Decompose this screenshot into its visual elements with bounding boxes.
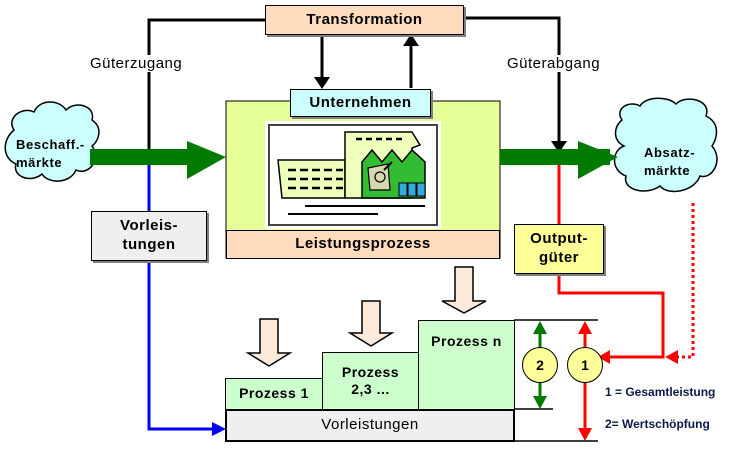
marker-wertschoepfung: 2 bbox=[522, 347, 558, 383]
vorleistungen-flow-line bbox=[147, 149, 216, 431]
beschaffungsmaerkte-line-2: märkte bbox=[16, 154, 63, 170]
beschaffungsmaerkte-label: Beschaff.- märkte bbox=[16, 136, 85, 171]
down-arrow-prozess-2 bbox=[347, 300, 395, 347]
legend-gesamtleistung: 1 = Gesamtleistung bbox=[605, 385, 716, 399]
vorleistungen-box-line-2: tungen bbox=[122, 236, 176, 253]
transformation-box: Transformation bbox=[265, 5, 464, 35]
gueterzugang-line bbox=[147, 18, 265, 149]
vorleistungen-bar: Vorleistungen bbox=[225, 409, 515, 442]
absatzmaerkte-line-1: Absatz- bbox=[644, 145, 696, 160]
arrow-into-gesamtleistung bbox=[598, 350, 610, 364]
absatz-feedback-line bbox=[676, 203, 695, 359]
marker-gesamtleistung: 1 bbox=[567, 347, 603, 383]
outputgueter-line-1: Output- bbox=[530, 230, 588, 248]
vorleistungen-box: Vorleis- tungen bbox=[91, 211, 207, 261]
vorleistungen-box-line-1: Vorleis- bbox=[120, 217, 178, 235]
absatzmaerkte-line-2: märkte bbox=[644, 162, 691, 178]
unternehmen-box: Unternehmen bbox=[290, 89, 431, 117]
cloud-beschaffungsmaerkte bbox=[4, 101, 100, 182]
gueterzugang-label: Güterzugang bbox=[88, 55, 185, 72]
prozess-2-box: Prozess 2,3 ... bbox=[322, 352, 419, 410]
arrow-down-to-unternehmen bbox=[314, 77, 330, 89]
beschaffungsmaerkte-line-1: Beschaff.- bbox=[16, 137, 85, 152]
prozess-2-line-1: Prozess bbox=[341, 363, 400, 380]
green-arrow-into-company bbox=[187, 141, 226, 179]
cloud-absatzmaerkte bbox=[613, 97, 718, 193]
leistungsprozess-box: Leistungsprozess bbox=[226, 230, 500, 259]
gueterabgang-line bbox=[464, 16, 561, 142]
prozess-1-box: Prozess 1 bbox=[225, 378, 323, 410]
legend-wertschoepfung: 2= Wertschöpfung bbox=[605, 417, 710, 431]
arrow-into-vorleistungen bbox=[212, 422, 226, 436]
gueterabgang-label: Güterabgang bbox=[505, 55, 603, 72]
absatzmaerkte-label: Absatz- märkte bbox=[644, 144, 695, 179]
outputgueter-line-2: güter bbox=[539, 249, 579, 266]
down-arrow-prozess-1 bbox=[245, 318, 293, 367]
prozess-2-line-2: 2,3 ... bbox=[351, 381, 390, 397]
green-arrow-to-absatzmaerkte bbox=[578, 141, 618, 179]
arrow-up-to-transformation bbox=[403, 34, 419, 46]
outputgueter-box: Output- güter bbox=[514, 224, 604, 274]
down-arrow-prozess-n bbox=[441, 266, 487, 314]
factory-icon bbox=[277, 131, 426, 215]
prozess-n-box: Prozess n bbox=[418, 320, 515, 410]
